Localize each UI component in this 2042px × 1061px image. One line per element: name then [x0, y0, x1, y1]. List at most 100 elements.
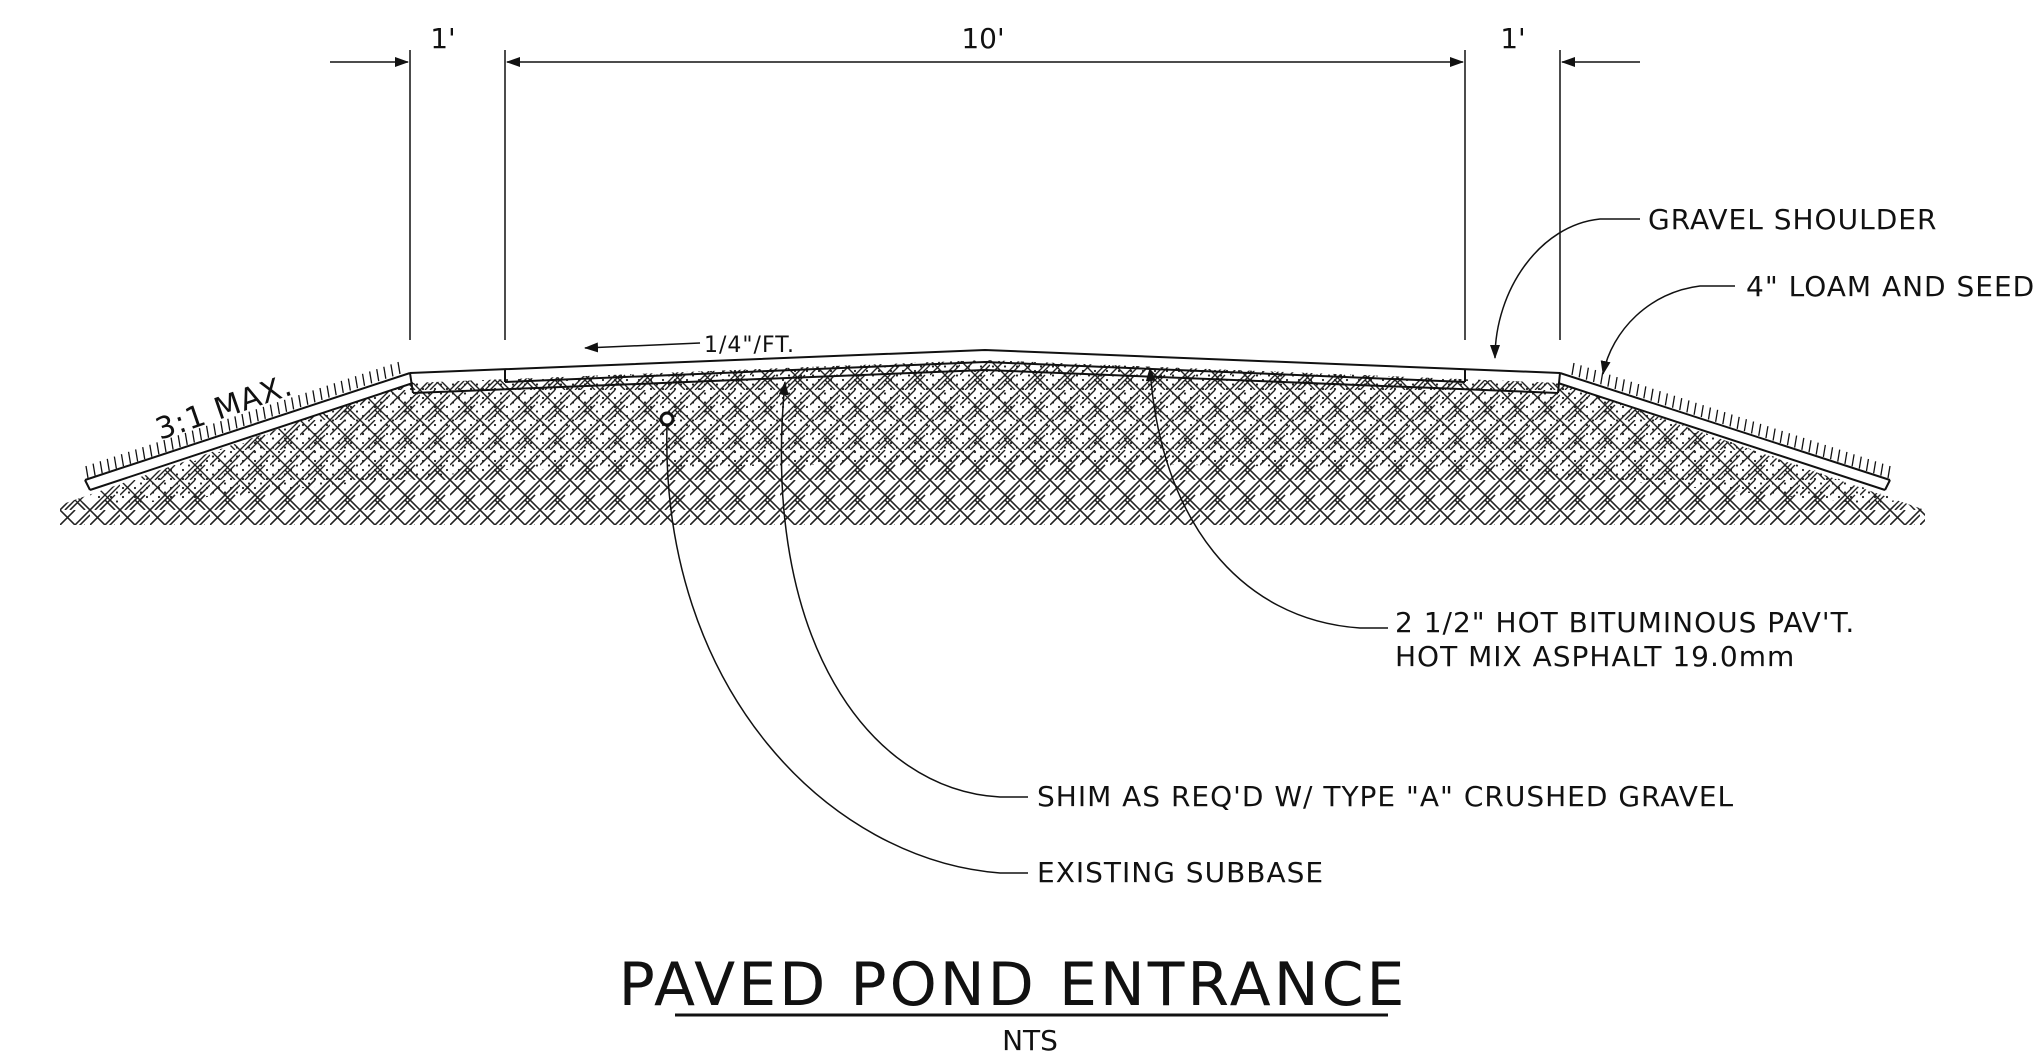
- loam-tick: [1786, 433, 1791, 446]
- loam-tick: [1801, 437, 1805, 451]
- loam-tick: [127, 451, 132, 464]
- loam-tick: [113, 456, 118, 469]
- pavement-label-line2: HOT MIX ASPHALT 19.0mm: [1395, 640, 1795, 673]
- loam-tick: [241, 413, 245, 427]
- loam-tick: [1600, 372, 1604, 385]
- loam-tick: [1758, 423, 1762, 436]
- loam-tick: [1700, 405, 1704, 418]
- loam-tick: [1657, 390, 1661, 404]
- callout-shim: SHIM AS REQ'D W/ TYPE "A" CRUSHED GRAVEL: [778, 381, 1734, 813]
- loam-tick: [1750, 421, 1755, 434]
- loam-tick: [1722, 412, 1726, 425]
- loam-tick: [177, 435, 181, 448]
- dim-left-shoulder-label: 1': [430, 22, 456, 55]
- loam-tick: [305, 392, 309, 405]
- loam-tick: [1614, 376, 1618, 390]
- loam-tick: [1844, 451, 1848, 465]
- loam-tick: [1815, 442, 1819, 455]
- loam-tick: [156, 442, 160, 455]
- loam-tick: [333, 383, 337, 396]
- right-loam-ticks: [1571, 362, 1891, 479]
- loam-tick: [1585, 367, 1590, 380]
- loam-tick: [276, 402, 281, 415]
- loam-tick: [1578, 365, 1582, 378]
- callout-loam-and-seed: 4" LOAM AND SEED: [1600, 270, 2035, 375]
- cross-slope-indicator: 1/4"/FT.: [584, 333, 795, 358]
- loam-tick: [283, 399, 288, 412]
- pavement-surface: [409, 348, 1561, 394]
- loam-tick: [1643, 386, 1647, 399]
- loam-tick: [397, 361, 401, 375]
- loam-tick: [1772, 428, 1776, 441]
- loam-tick: [1671, 395, 1676, 408]
- loam-tick: [92, 463, 96, 476]
- loam-tick: [390, 364, 394, 377]
- dimension-left-shoulder: 1': [330, 22, 456, 67]
- loam-tick: [298, 394, 302, 408]
- loam-tick: [1628, 381, 1633, 394]
- loam-tick: [198, 428, 203, 441]
- pavement-label-line1: 2 1/2" HOT BITUMINOUS PAV'T.: [1395, 606, 1855, 639]
- loam-tick: [1743, 419, 1748, 432]
- loam-tick: [368, 371, 373, 384]
- loam-tick: [1779, 430, 1783, 443]
- dimension-right-shoulder: 1': [1500, 22, 1640, 67]
- loam-tick: [205, 425, 210, 438]
- loam-tick: [290, 397, 295, 410]
- callout-pavement: 2 1/2" HOT BITUMINOUS PAV'T. HOT MIX ASP…: [1145, 367, 1855, 673]
- loam-tick: [1851, 454, 1855, 467]
- loam-tick: [1837, 449, 1841, 462]
- loam-tick: [1707, 407, 1712, 420]
- loam-tick: [1693, 402, 1697, 415]
- loam-tick: [1607, 374, 1611, 387]
- loam-tick: [134, 449, 139, 462]
- loam-tick: [1729, 414, 1733, 427]
- dimension-pavement-width: 10': [506, 22, 1464, 67]
- dim-right-shoulder-label: 1': [1500, 22, 1526, 55]
- loam-tick: [1887, 465, 1891, 479]
- loam-tick: [142, 446, 146, 460]
- loam-tick: [212, 423, 217, 436]
- left-side-slope: [84, 372, 414, 491]
- loam-tick: [220, 420, 224, 434]
- loam-tick: [255, 409, 259, 422]
- loam-tick: [191, 430, 196, 443]
- loam-tick: [383, 366, 387, 379]
- loam-tick: [1664, 393, 1669, 406]
- loam-tick: [234, 416, 238, 429]
- title-block: PAVED POND ENTRANCE NTS: [619, 950, 1405, 1057]
- loam-tick: [227, 418, 231, 431]
- loam-tick: [1571, 362, 1575, 376]
- loam-tick: [149, 444, 153, 457]
- extension-lines: [409, 50, 1561, 340]
- loam-tick: [326, 385, 330, 398]
- loam-tick: [106, 458, 110, 472]
- loam-tick: [1793, 435, 1798, 448]
- dim-pavement-width-label: 10': [961, 22, 1004, 55]
- loam-tick: [262, 406, 266, 420]
- callout-gravel-shoulder: GRAVEL SHOULDER: [1490, 203, 1937, 359]
- gravel-shoulder-label: GRAVEL SHOULDER: [1648, 203, 1937, 236]
- loam-tick: [1714, 409, 1719, 422]
- loam-tick: [85, 465, 89, 479]
- loam-tick: [1621, 379, 1625, 392]
- loam-tick: [1822, 444, 1827, 458]
- loam-tick: [170, 437, 174, 450]
- loam-tick: [1829, 447, 1834, 460]
- loam-tick: [1858, 456, 1862, 469]
- loam-tick: [354, 376, 359, 389]
- loam-tick: [1880, 463, 1884, 476]
- loam-tick: [1650, 388, 1654, 401]
- loam-tick: [319, 387, 323, 401]
- loam-tick: [1679, 398, 1683, 411]
- loam-tick: [340, 380, 344, 394]
- right-side-slope: [1557, 372, 1891, 491]
- drawing-scale: NTS: [1002, 1024, 1058, 1057]
- loam-and-seed-label: 4" LOAM AND SEED: [1746, 270, 2035, 303]
- cross-slope-label: 1/4"/FT.: [704, 333, 795, 358]
- loam-tick: [99, 461, 103, 474]
- shim-label: SHIM AS REQ'D W/ TYPE "A" CRUSHED GRAVEL: [1037, 780, 1734, 813]
- loam-tick: [1808, 440, 1812, 453]
- loam-tick: [1865, 458, 1870, 472]
